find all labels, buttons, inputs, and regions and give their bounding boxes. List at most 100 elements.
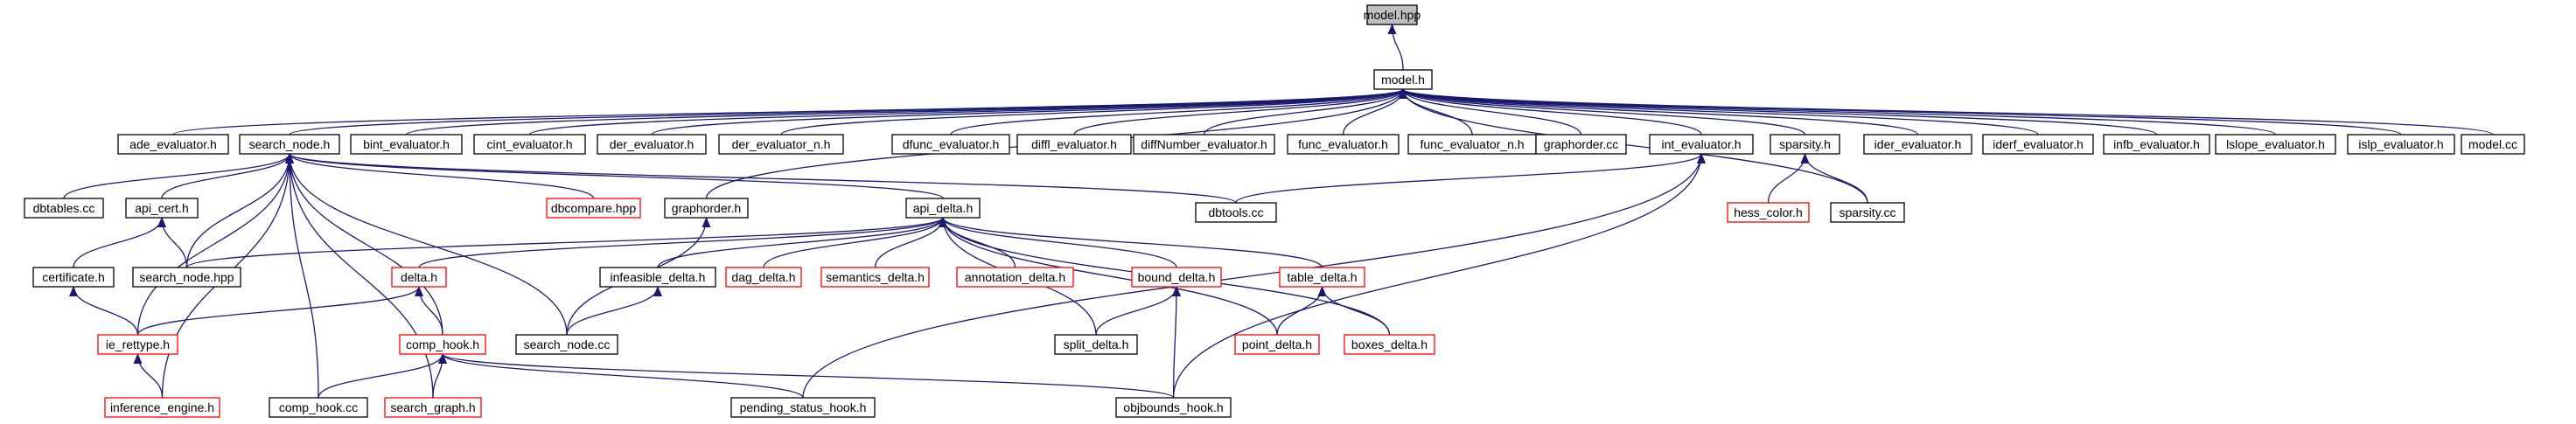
- node-graphorder-cc[interactable]: graphorder.cc: [1535, 134, 1627, 155]
- node-label: model.cc: [2468, 137, 2517, 151]
- node-label: sparsity.h: [1779, 137, 1831, 151]
- node-hess-color-h[interactable]: hess_color.h: [1727, 202, 1810, 223]
- node-box: [1133, 134, 1275, 155]
- node-ider-evaluator-h[interactable]: ider_evaluator.h: [1863, 134, 1972, 155]
- node-model-h[interactable]: model.h: [1373, 69, 1433, 90]
- node-box: [239, 134, 340, 155]
- node-label: diffNumber_evaluator.h: [1141, 137, 1267, 151]
- edge-bint_evaluator_h-to-model_h: [405, 88, 1407, 136]
- edge-infb_evaluator_h-to-model_h: [1399, 88, 2158, 136]
- node-search-node-hpp[interactable]: search_node.hpp: [132, 267, 241, 288]
- node-box: [1373, 69, 1433, 90]
- node-label: iderf_evaluator.h: [1993, 137, 2084, 151]
- node-lslope-evaluator-h[interactable]: lslope_evaluator.h: [2215, 134, 2336, 155]
- edge-sparsity_h-to-model_h: [1399, 88, 1806, 136]
- node-box: [1344, 334, 1435, 355]
- edge-diffl_evaluator_h-to-model_h: [1073, 88, 1407, 136]
- node-table-delta-h[interactable]: table_delta.h: [1279, 267, 1365, 288]
- edge-dbtables_cc-to-search_node_h: [63, 153, 294, 199]
- edge-lslope_evaluator_h-to-model_h: [1399, 88, 2277, 136]
- edge-ie_rettype_h-to-certificate_h: [69, 286, 139, 336]
- node-model-cc[interactable]: model.cc: [2461, 134, 2525, 155]
- node-delta-h[interactable]: delta.h: [391, 267, 447, 288]
- node-func-evaluator-h[interactable]: func_evaluator.h: [1287, 134, 1400, 155]
- node-cint-evaluator-h[interactable]: cint_evaluator.h: [473, 134, 586, 155]
- node-label: certificate.h: [42, 270, 105, 284]
- node-graphorder-h[interactable]: graphorder.h: [664, 198, 749, 219]
- node-diffl-evaluator-h[interactable]: diffl_evaluator.h: [1016, 134, 1132, 155]
- edge-search_node_hpp-to-api_cert_h: [157, 217, 188, 268]
- node-label: table_delta.h: [1287, 270, 1357, 284]
- node-infb-evaluator-h[interactable]: infb_evaluator.h: [2103, 134, 2210, 155]
- edge-bound_delta_h-to-api_delta_h: [939, 217, 1177, 268]
- node-inference-engine-h[interactable]: inference_engine.h: [104, 397, 220, 418]
- node-sparsity-cc[interactable]: sparsity.cc: [1830, 202, 1905, 223]
- edge-cint_evaluator_h-to-model_h: [528, 88, 1407, 136]
- node-annotation-delta-h[interactable]: annotation_delta.h: [956, 267, 1074, 288]
- node-label: hess_color.h: [1734, 205, 1803, 219]
- node-dbtables-cc[interactable]: dbtables.cc: [24, 198, 104, 219]
- edge-comp_hook_h-to-delta_h: [415, 286, 443, 336]
- node-model-hpp[interactable]: model.hpp: [1364, 4, 1421, 25]
- node-label: infeasible_delta.h: [611, 270, 706, 284]
- node-func-evaluator-n-h[interactable]: func_evaluator_n.h: [1407, 134, 1537, 155]
- node-box: [399, 334, 486, 355]
- node-boxes-delta-h[interactable]: boxes_delta.h: [1344, 334, 1435, 355]
- nodes-layer: model.hpp model.h ade_evaluator.h search_no…: [24, 4, 2525, 418]
- node-api-cert-h[interactable]: api_cert.h: [125, 198, 199, 219]
- node-label: bound_delta.h: [1138, 270, 1216, 284]
- node-dbtools-cc[interactable]: dbtools.cc: [1195, 202, 1277, 223]
- node-comp-hook-cc[interactable]: comp_hook.cc: [269, 397, 368, 418]
- node-islp-evaluator-h[interactable]: islp_evaluator.h: [2347, 134, 2455, 155]
- node-search-node-h[interactable]: search_node.h: [239, 134, 340, 155]
- node-label: graphorder.cc: [1544, 137, 1619, 151]
- node-dag-delta-h[interactable]: dag_delta.h: [725, 267, 802, 288]
- node-objbounds-hook-h[interactable]: objbounds_hook.h: [1115, 397, 1232, 418]
- node-label: der_evaluator_n.h: [732, 137, 831, 151]
- node-ie-rettype-h[interactable]: ie_rettype.h: [97, 334, 178, 355]
- node-semantics-delta-h[interactable]: semantics_delta.h: [820, 267, 930, 288]
- node-point-delta-h[interactable]: point_delta.h: [1234, 334, 1320, 355]
- node-diffNumber-evaluator-h[interactable]: diffNumber_evaluator.h: [1133, 134, 1275, 155]
- node-label: delta.h: [401, 270, 437, 284]
- node-pending-status-hook-h[interactable]: pending_status_hook.h: [730, 397, 876, 418]
- node-label: annotation_delta.h: [965, 270, 1065, 284]
- node-bint-evaluator-h[interactable]: bint_evaluator.h: [350, 134, 463, 155]
- node-der-evaluator-h[interactable]: der_evaluator.h: [597, 134, 707, 155]
- node-comp-hook-h[interactable]: comp_hook.h: [399, 334, 486, 355]
- node-box: [820, 267, 930, 288]
- node-label: search_node.cc: [524, 337, 611, 351]
- node-box: [1863, 134, 1972, 155]
- edge-delta_h-to-api_delta_h: [418, 217, 947, 268]
- node-int-evaluator-h[interactable]: int_evaluator.h: [1649, 134, 1754, 155]
- edge-der_evaluator_h-to-model_h: [651, 88, 1407, 136]
- node-certificate-h[interactable]: certificate.h: [32, 267, 115, 288]
- node-iderf-evaluator-h[interactable]: iderf_evaluator.h: [1982, 134, 2094, 155]
- edge-objbounds_hook_h-to-comp_hook_h: [438, 353, 1175, 399]
- edge-dag_delta_h-to-api_delta_h: [763, 217, 947, 268]
- node-box: [730, 397, 876, 418]
- node-ade-evaluator-h[interactable]: ade_evaluator.h: [117, 134, 229, 155]
- node-search-graph-h[interactable]: search_graph.h: [384, 397, 482, 418]
- node-label: dag_delta.h: [731, 270, 795, 284]
- node-label: der_evaluator.h: [610, 137, 695, 151]
- edge-comp_hook_cc-to-comp_hook_h: [318, 353, 447, 399]
- node-box: [117, 134, 229, 155]
- edge-comp_hook_cc-to-search_node_h: [285, 153, 319, 399]
- node-bound-delta-h[interactable]: bound_delta.h: [1131, 267, 1222, 288]
- edge-graphorder_cc-to-model_h: [1399, 88, 1582, 136]
- node-split-delta-h[interactable]: split_delta.h: [1054, 334, 1138, 355]
- edge-search_node_cc-to-infeasible_delta_h: [566, 286, 662, 336]
- edge-certificate_h-to-api_cert_h: [73, 217, 166, 268]
- node-sparsity-h[interactable]: sparsity.h: [1770, 134, 1840, 155]
- node-der-evaluator-n-h[interactable]: der_evaluator_n.h: [718, 134, 844, 155]
- node-dbcompare-hpp[interactable]: dbcompare.hpp: [546, 198, 641, 219]
- node-dfunc-evaluator-h[interactable]: dfunc_evaluator.h: [891, 134, 1010, 155]
- node-infeasible-delta-h[interactable]: infeasible_delta.h: [599, 267, 716, 288]
- node-label: split_delta.h: [1064, 337, 1129, 351]
- node-box: [1279, 267, 1365, 288]
- node-search-node-cc[interactable]: search_node.cc: [515, 334, 618, 355]
- node-api-delta-h[interactable]: api_delta.h: [905, 198, 981, 219]
- node-label: search_node.h: [249, 137, 331, 151]
